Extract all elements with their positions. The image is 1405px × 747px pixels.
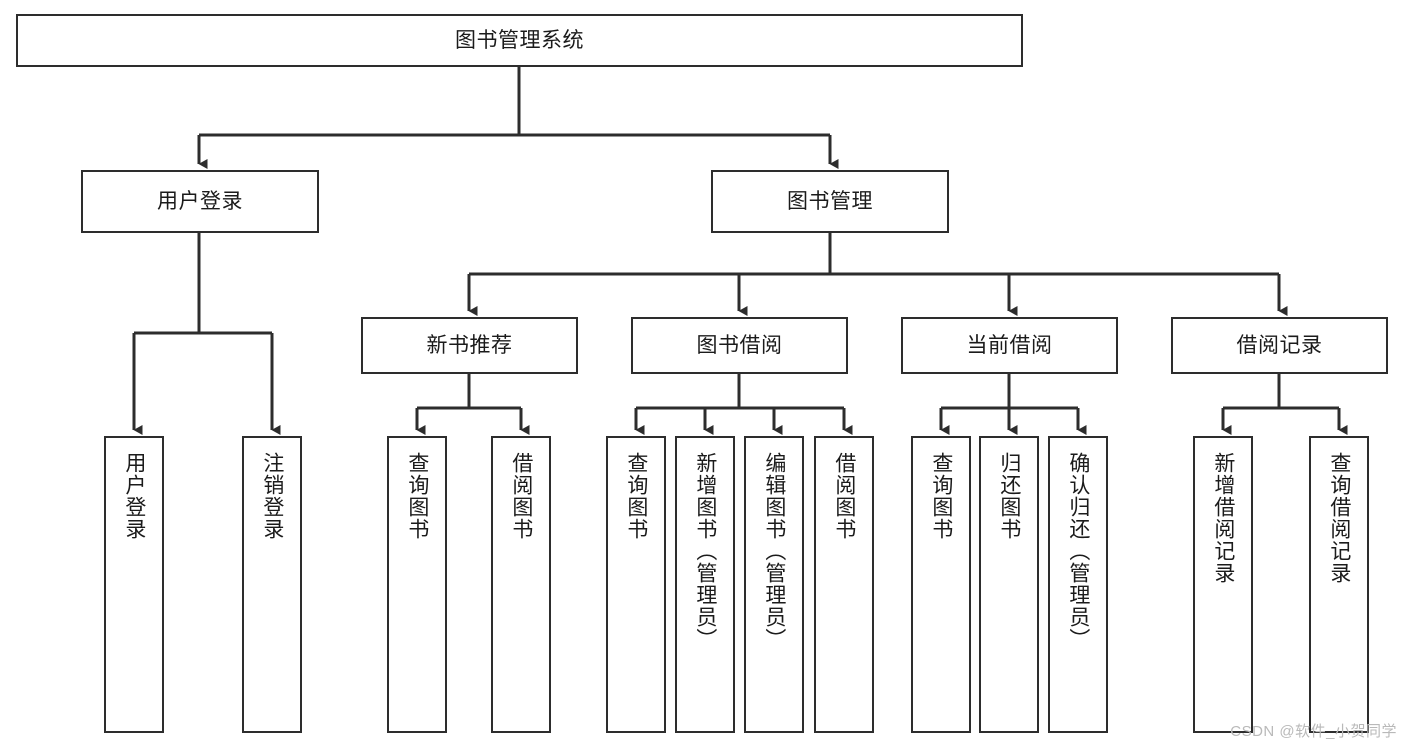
node-leaf-query-book-3[interactable]: 查询图书 xyxy=(911,436,971,733)
node-leaf-add-book-label: 新增图书（管理员） xyxy=(693,452,717,650)
node-leaf-query-book-1-label: 查询图书 xyxy=(405,452,429,540)
node-leaf-add-book[interactable]: 新增图书（管理员） xyxy=(675,436,735,733)
node-leaf-confirm-return-label: 确认归还（管理员） xyxy=(1066,452,1090,650)
node-leaf-user-login[interactable]: 用户登录 xyxy=(104,436,164,733)
node-user-login-label: 用户登录 xyxy=(157,189,243,213)
node-root[interactable]: 图书管理系统 xyxy=(16,14,1023,67)
node-leaf-add-record-label: 新增借阅记录 xyxy=(1211,452,1235,584)
node-user-login[interactable]: 用户登录 xyxy=(81,170,319,233)
node-leaf-query-book-2[interactable]: 查询图书 xyxy=(606,436,666,733)
node-book-manage[interactable]: 图书管理 xyxy=(711,170,949,233)
node-leaf-logout-login-label: 注销登录 xyxy=(260,452,284,540)
node-leaf-edit-book[interactable]: 编辑图书（管理员） xyxy=(744,436,804,733)
node-root-label: 图书管理系统 xyxy=(455,28,584,52)
node-leaf-query-book-1[interactable]: 查询图书 xyxy=(387,436,447,733)
node-book-borrow-label: 图书借阅 xyxy=(696,333,783,357)
node-current-borrow[interactable]: 当前借阅 xyxy=(901,317,1118,374)
node-leaf-logout-login[interactable]: 注销登录 xyxy=(242,436,302,733)
node-leaf-query-record[interactable]: 查询借阅记录 xyxy=(1309,436,1369,733)
node-leaf-confirm-return[interactable]: 确认归还（管理员） xyxy=(1048,436,1108,733)
node-leaf-borrow-book-2[interactable]: 借阅图书 xyxy=(814,436,874,733)
node-leaf-query-book-3-label: 查询图书 xyxy=(929,452,953,540)
node-leaf-return-book-label: 归还图书 xyxy=(997,452,1021,540)
node-leaf-return-book[interactable]: 归还图书 xyxy=(979,436,1039,733)
node-borrow-record[interactable]: 借阅记录 xyxy=(1171,317,1388,374)
node-borrow-record-label: 借阅记录 xyxy=(1236,333,1323,357)
node-book-manage-label: 图书管理 xyxy=(787,189,873,213)
node-new-book-recommend-label: 新书推荐 xyxy=(426,333,513,357)
node-leaf-borrow-book-1-label: 借阅图书 xyxy=(509,452,533,540)
node-book-borrow[interactable]: 图书借阅 xyxy=(631,317,848,374)
node-leaf-add-record[interactable]: 新增借阅记录 xyxy=(1193,436,1253,733)
node-leaf-borrow-book-1[interactable]: 借阅图书 xyxy=(491,436,551,733)
node-leaf-user-login-label: 用户登录 xyxy=(122,452,146,540)
node-leaf-query-record-label: 查询借阅记录 xyxy=(1327,452,1351,584)
node-new-book-recommend[interactable]: 新书推荐 xyxy=(361,317,578,374)
node-current-borrow-label: 当前借阅 xyxy=(966,333,1053,357)
node-leaf-query-book-2-label: 查询图书 xyxy=(624,452,648,540)
node-leaf-edit-book-label: 编辑图书（管理员） xyxy=(762,452,786,650)
node-leaf-borrow-book-2-label: 借阅图书 xyxy=(832,452,856,540)
